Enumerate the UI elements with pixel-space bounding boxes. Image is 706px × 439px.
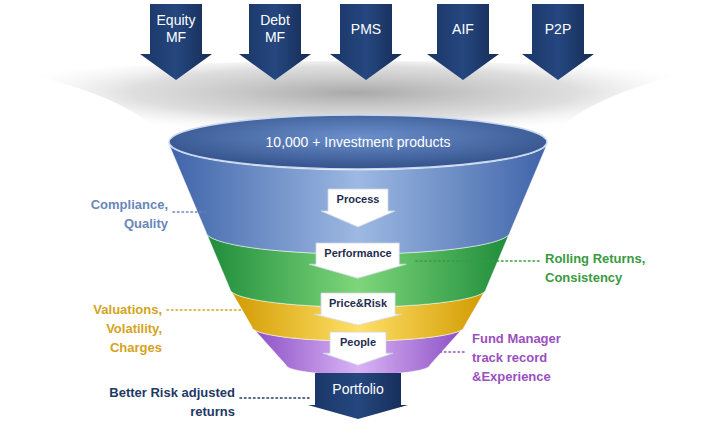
node-text: Performance <box>324 247 391 260</box>
product-arrow: PMS <box>330 4 402 80</box>
stage-arrow: People <box>323 332 393 365</box>
callout-label: Rolling Returns, Consistency <box>545 250 665 288</box>
leader-line <box>167 309 258 311</box>
product-arrow: Debt MF <box>239 4 311 80</box>
product-arrow: AIF <box>427 4 499 80</box>
arrow-outline <box>330 4 402 80</box>
leader-line <box>416 260 540 262</box>
stage-arrow: Performance <box>309 243 406 278</box>
node-text: PMS <box>351 21 381 38</box>
callout-label: Compliance, Quality <box>68 196 168 234</box>
arrow-outline <box>323 332 393 365</box>
callout-label: Valuations, Volatility, Charges <box>70 301 162 358</box>
node-text: Portfolio <box>332 381 383 398</box>
arrow-shape <box>427 4 499 80</box>
arrow-outline <box>427 4 499 80</box>
product-arrow: P2P <box>522 4 594 80</box>
arrow-outline <box>308 373 408 419</box>
node-text: P2P <box>545 21 571 38</box>
arrow-outline <box>314 293 402 325</box>
arrow-outline <box>309 243 406 278</box>
node-text: AIF <box>452 21 474 38</box>
node-text: 10,000 + Investment products <box>266 134 451 151</box>
leader-line <box>240 397 312 399</box>
stage-arrow: Process <box>321 189 395 227</box>
stage-arrow: Price&Risk <box>314 293 402 325</box>
arrow-shape <box>522 4 594 80</box>
node-text: Price&Risk <box>329 297 387 310</box>
node-text: Equity MF <box>150 12 202 46</box>
callout-label: Better Risk adjusted returns <box>87 384 235 422</box>
output-arrow: Portfolio <box>308 373 408 419</box>
funnel-rim <box>169 115 547 169</box>
node-text: People <box>340 336 376 349</box>
arrow-outline <box>239 4 311 80</box>
funnel-top: 10,000 + Investment products <box>168 114 548 170</box>
leader-line <box>440 351 467 353</box>
arrow-shape <box>330 4 402 80</box>
node-text: Process <box>337 193 380 206</box>
callout-label: Fund Manager track record &Experience <box>472 330 584 387</box>
arrow-outline <box>522 4 594 80</box>
leader-line <box>173 211 205 213</box>
arrow-outline <box>321 189 395 227</box>
arrow-outline <box>140 4 212 80</box>
product-arrow: Equity MF <box>140 4 212 80</box>
node-text: Debt MF <box>249 12 301 46</box>
